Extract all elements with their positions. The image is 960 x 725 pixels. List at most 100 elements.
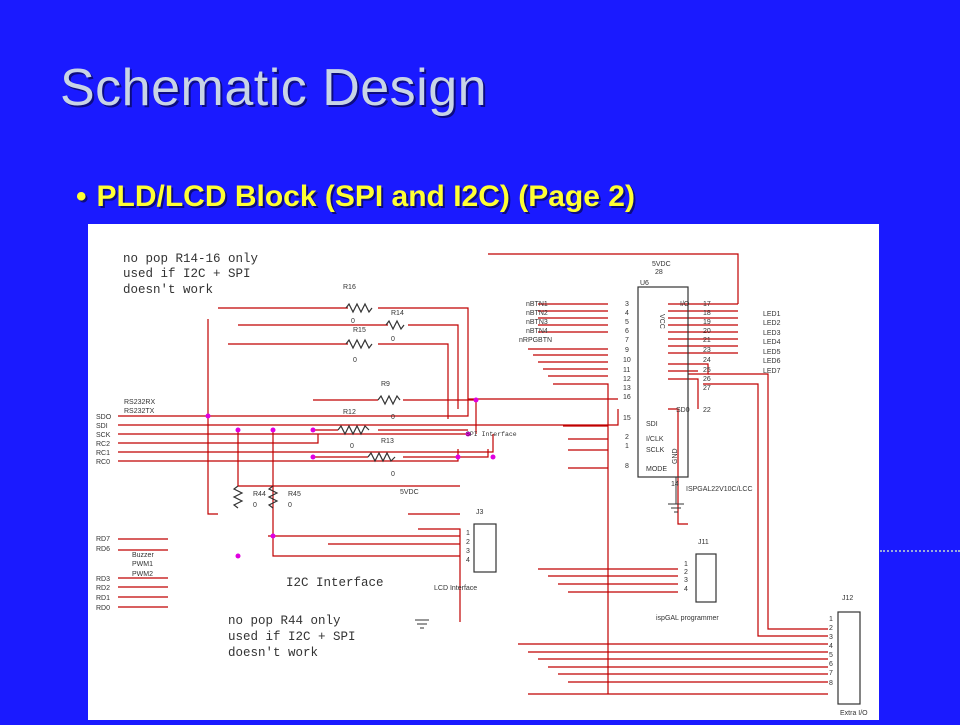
j3-pin-3: 3 — [466, 548, 470, 555]
u6-right-pin-18: 18 — [703, 310, 711, 317]
r44-value: 0 — [253, 502, 257, 509]
u6-right-pin-27: 27 — [703, 385, 711, 392]
note-top: no pop R14-16 only used if I2C + SPI doe… — [123, 252, 259, 297]
resistor-symbols — [232, 302, 405, 509]
port-pwm1: PWM1 — [132, 561, 153, 568]
j3-ground-icon — [415, 619, 429, 629]
note-top-line-3: doesn't work — [123, 283, 213, 297]
spi-interface-label: SPI Interface — [466, 431, 517, 438]
i2c-interface-label: I2C Interface — [286, 576, 384, 590]
note-top-line-1: no pop R14-16 only — [123, 252, 259, 266]
u6-left-pin-4: 4 — [625, 310, 629, 317]
net-rd2: RD2 — [96, 585, 110, 592]
port-led2: LED2 — [763, 320, 781, 327]
r9-ref: R9 — [381, 381, 390, 388]
j12-pin-1: 1 — [829, 616, 833, 623]
r14-value: 0 — [391, 336, 395, 343]
j12-pin-2: 2 — [829, 625, 833, 632]
u6-sd0: SD0 — [676, 407, 690, 414]
u6-right-pin-25: 25 — [703, 367, 711, 374]
power-5vdc-mid: 5VDC — [400, 489, 419, 496]
u6-right-pin-19: 19 — [703, 319, 711, 326]
u6-left-pin-7: 7 — [625, 337, 629, 344]
u6-left-pin-6: 6 — [625, 328, 629, 335]
port-led3: LED3 — [763, 330, 781, 337]
r13-value: 0 — [391, 471, 395, 478]
u6-part: ISPGAL22V10C/LCC — [686, 486, 753, 493]
net-sck: SCK — [96, 432, 111, 439]
slide-title: Schematic Design — [60, 59, 488, 117]
u6-left-pin-5: 5 — [625, 319, 629, 326]
u6-right-pin-21: 21 — [703, 337, 711, 344]
port-nrpgbtn: nRPGBTN — [519, 337, 552, 344]
port-led6: LED6 — [763, 358, 781, 365]
j11-body — [695, 553, 717, 603]
u6-pin-8: 8 — [625, 463, 629, 470]
j11-pin-2: 2 — [684, 569, 688, 576]
u6-left-pin-3: 3 — [625, 301, 629, 308]
schematic-drawing: no pop R14-16 only used if I2C + SPI doe… — [96, 252, 868, 717]
port-nbtn2: nBTN2 — [526, 310, 548, 317]
r44-ref: R44 — [253, 491, 266, 498]
wires — [118, 253, 828, 695]
note-top-line-2: used if I2C + SPI — [123, 267, 251, 281]
net-rd7: RD7 — [96, 536, 110, 543]
port-rs232tx: RS232TX — [124, 408, 155, 415]
j3-pin-2: 2 — [466, 539, 470, 546]
note-bottom: no pop R44 only used if I2C + SPI doesn'… — [228, 614, 356, 660]
u6-right-pin-23: 23 — [703, 347, 711, 354]
j12-ref: J12 — [842, 595, 853, 602]
j12-pin-7: 7 — [829, 670, 833, 677]
u6-left-pin-11: 11 — [623, 367, 630, 374]
net-rc0: RC0 — [96, 459, 110, 466]
j12-pin-3: 3 — [829, 634, 833, 641]
j11-label: ispGAL programmer — [656, 615, 719, 622]
j3-pin-1: 1 — [466, 530, 470, 537]
u6-pin-1: 1 — [625, 443, 629, 450]
net-rd0: RD0 — [96, 605, 110, 612]
net-rd6: RD6 — [96, 546, 110, 553]
net-rd1: RD1 — [96, 595, 110, 602]
u6-body — [637, 286, 689, 478]
j11-labels: J11 ispGAL programmer 1 2 3 4 — [656, 539, 719, 622]
r45-ref: R45 — [288, 491, 301, 498]
u6-pin-15: 15 — [623, 415, 631, 422]
r9-value: 0 — [391, 414, 395, 421]
u6-right-pin-17: 17 — [703, 301, 711, 308]
u6-sdi: SDI — [646, 421, 658, 428]
port-rs232rx: RS232RX — [124, 399, 155, 406]
note-bottom-line-2: used if I2C + SPI — [228, 630, 356, 644]
j3-label: LCD Interface — [434, 585, 477, 592]
j12-pin-6: 6 — [829, 661, 833, 668]
u6-pin-2: 2 — [625, 434, 629, 441]
port-nbtn1: nBTN1 — [526, 301, 548, 308]
j12-pin-4: 4 — [829, 643, 833, 650]
r12-ref: R12 — [343, 409, 356, 416]
port-nbtn3: nBTN3 — [526, 319, 548, 326]
left-ports: RS232RX RS232TX SDO SDI SCK RC2 RC1 RC0 … — [96, 399, 155, 612]
junction-dots — [205, 397, 496, 559]
j3-ref: J3 — [476, 509, 484, 516]
j12-pin-5: 5 — [829, 652, 833, 659]
port-led1: LED1 — [763, 311, 781, 318]
note-bottom-line-3: doesn't work — [228, 646, 318, 660]
bullet-dot-icon: • — [76, 180, 87, 213]
net-rd3: RD3 — [96, 576, 110, 583]
u6-right-pin-26: 26 — [703, 376, 711, 383]
net-sdi: SDI — [96, 423, 108, 430]
r45-value: 0 — [288, 502, 292, 509]
bullet-text: PLD/LCD Block (SPI and I2C) (Page 2) — [96, 180, 635, 213]
u6-ref: U6 — [640, 280, 649, 287]
u6-mode: MODE — [646, 466, 667, 473]
power-5vdc-top: 5VDC — [652, 261, 671, 268]
port-led4: LED4 — [763, 339, 781, 346]
net-sdo: SDO — [96, 414, 112, 421]
u6-pin-22: 22 — [703, 407, 711, 414]
j12-body — [837, 611, 861, 705]
u6-vcc: VCC — [658, 314, 665, 329]
u6-labels: 5VDC U6 ISPGAL22V10C/LCC VCC GND SDI I/C… — [623, 261, 753, 493]
j12-label: Extra I/O — [840, 710, 868, 717]
r15-value: 0 — [353, 357, 357, 364]
r16-ref: R16 — [343, 284, 356, 291]
port-led7: LED7 — [763, 368, 781, 375]
